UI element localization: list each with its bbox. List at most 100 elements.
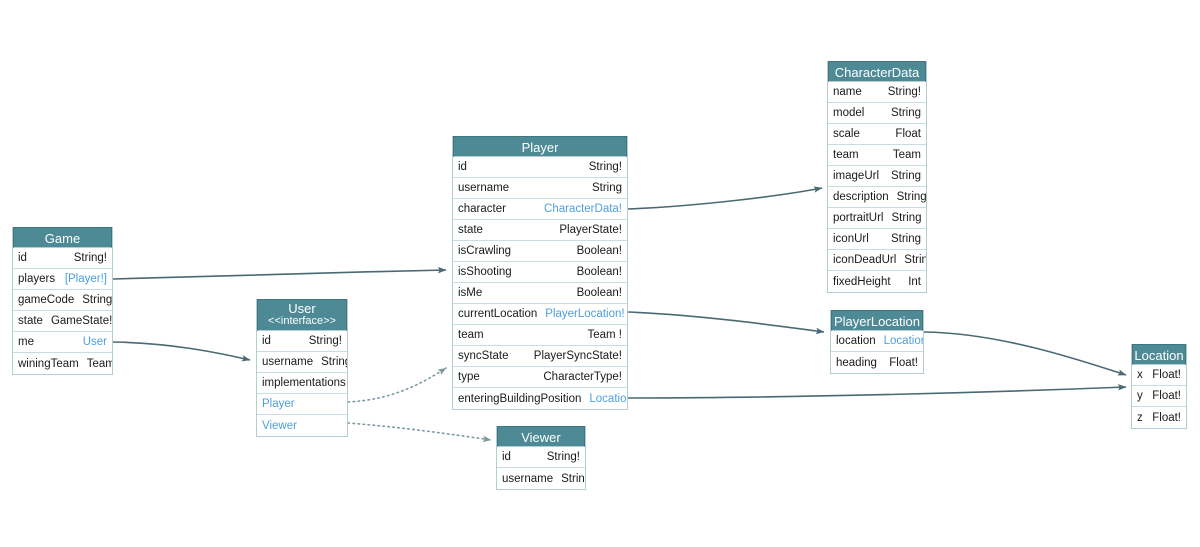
field-row: state GameState!: [13, 311, 112, 332]
field-type: String!: [887, 86, 921, 98]
entity-header-player: Player: [453, 136, 627, 157]
field-type: String!: [546, 451, 580, 463]
entity-title: PlayerLocation: [834, 314, 920, 329]
entity-header-viewer: Viewer: [497, 426, 585, 447]
field-type: String: [891, 212, 922, 224]
field-type: Team !: [587, 329, 622, 341]
field-name: fixedHeight: [833, 275, 891, 288]
field-type: String: [890, 170, 921, 182]
field-row: id String!: [257, 331, 347, 352]
field-name: Player: [262, 398, 295, 410]
field-name: state: [18, 315, 43, 327]
field-type: String!: [308, 335, 342, 347]
field-type: Team: [892, 149, 921, 161]
field-type: Team: [86, 357, 112, 370]
field-type: CharacterType!: [543, 371, 622, 383]
field-name: id: [502, 451, 511, 463]
field-type: Float!: [1152, 390, 1181, 402]
field-type: String: [591, 182, 622, 194]
field-row: imageUrl String: [828, 166, 926, 187]
field-name: description: [833, 191, 889, 203]
field-name: z: [1137, 411, 1143, 424]
field-name: state: [458, 224, 483, 236]
field-type: GameState!: [50, 315, 112, 327]
field-type: PlayerState!: [559, 224, 622, 236]
field-name: scale: [833, 128, 860, 140]
field-name: me: [18, 336, 34, 348]
entity-title: Player: [521, 140, 559, 155]
edge-game-me-to-user: [112, 341, 251, 362]
edge-player-character-to-characterdata: [627, 186, 823, 210]
field-name: isMe: [458, 287, 483, 299]
field-name: winingTeam: [18, 357, 79, 370]
entity-stereotype: <<interface>>: [268, 314, 336, 327]
entity-header-location: Location: [1132, 344, 1186, 365]
field-row: iconDeadUrlString: [828, 250, 926, 271]
field-type: Location!: [883, 335, 923, 347]
entity-playerlocation[interactable]: PlayerLocation locationLocation! heading Fl…: [830, 310, 924, 374]
field-name: team: [458, 329, 484, 341]
field-type: String!: [73, 252, 107, 264]
field-row: winingTeam Team: [13, 353, 112, 374]
implementation-row[interactable]: Player: [257, 394, 347, 415]
field-name: id: [458, 161, 467, 173]
field-row: team Team: [828, 145, 926, 166]
field-row: z Float!: [1132, 407, 1186, 428]
field-row: state PlayerState!: [453, 220, 627, 241]
field-type: PlayerLocation!: [545, 308, 625, 320]
field-name: heading: [836, 356, 877, 369]
implementation-row[interactable]: Viewer: [257, 415, 347, 436]
entity-user[interactable]: User<<interface>>idString!usernameString…: [256, 299, 348, 437]
entity-title: CharacterData: [834, 65, 920, 80]
field-type: String: [890, 233, 921, 245]
field-type: Boolean!: [576, 287, 622, 299]
edge-game-players-to-player: [112, 266, 447, 280]
entity-header-game: Game: [13, 227, 112, 248]
field-name: team: [833, 149, 859, 161]
field-row: locationLocation!: [831, 331, 923, 352]
field-type: Boolean!: [576, 245, 622, 257]
field-name: isCrawling: [458, 245, 512, 257]
field-type: Location: [589, 392, 627, 405]
field-type: Boolean!: [576, 266, 622, 278]
field-type: PlayerSyncState!: [533, 350, 622, 362]
section-row: implementations: [257, 373, 347, 394]
edge-playerlocation-location-to-location: [923, 331, 1127, 376]
field-type: Float!: [1152, 411, 1181, 424]
field-name: id: [262, 335, 271, 347]
field-row: players[Player!]: [13, 269, 112, 290]
field-row: fixedHeight Int: [828, 271, 926, 292]
field-type: Int: [908, 275, 921, 288]
field-name: username: [262, 356, 314, 368]
field-row: isMe Boolean!: [453, 283, 627, 304]
field-type: Float!: [889, 356, 918, 369]
field-name: imageUrl: [833, 170, 880, 182]
edge-player-enteringbuildingposition-to-location: [627, 384, 1127, 399]
edge-player-currentlocation-to-playerlocation: [627, 311, 825, 335]
field-name: username: [502, 472, 554, 485]
field-name: gameCode: [18, 294, 75, 306]
field-name: enteringBuildingPosition: [458, 392, 582, 405]
